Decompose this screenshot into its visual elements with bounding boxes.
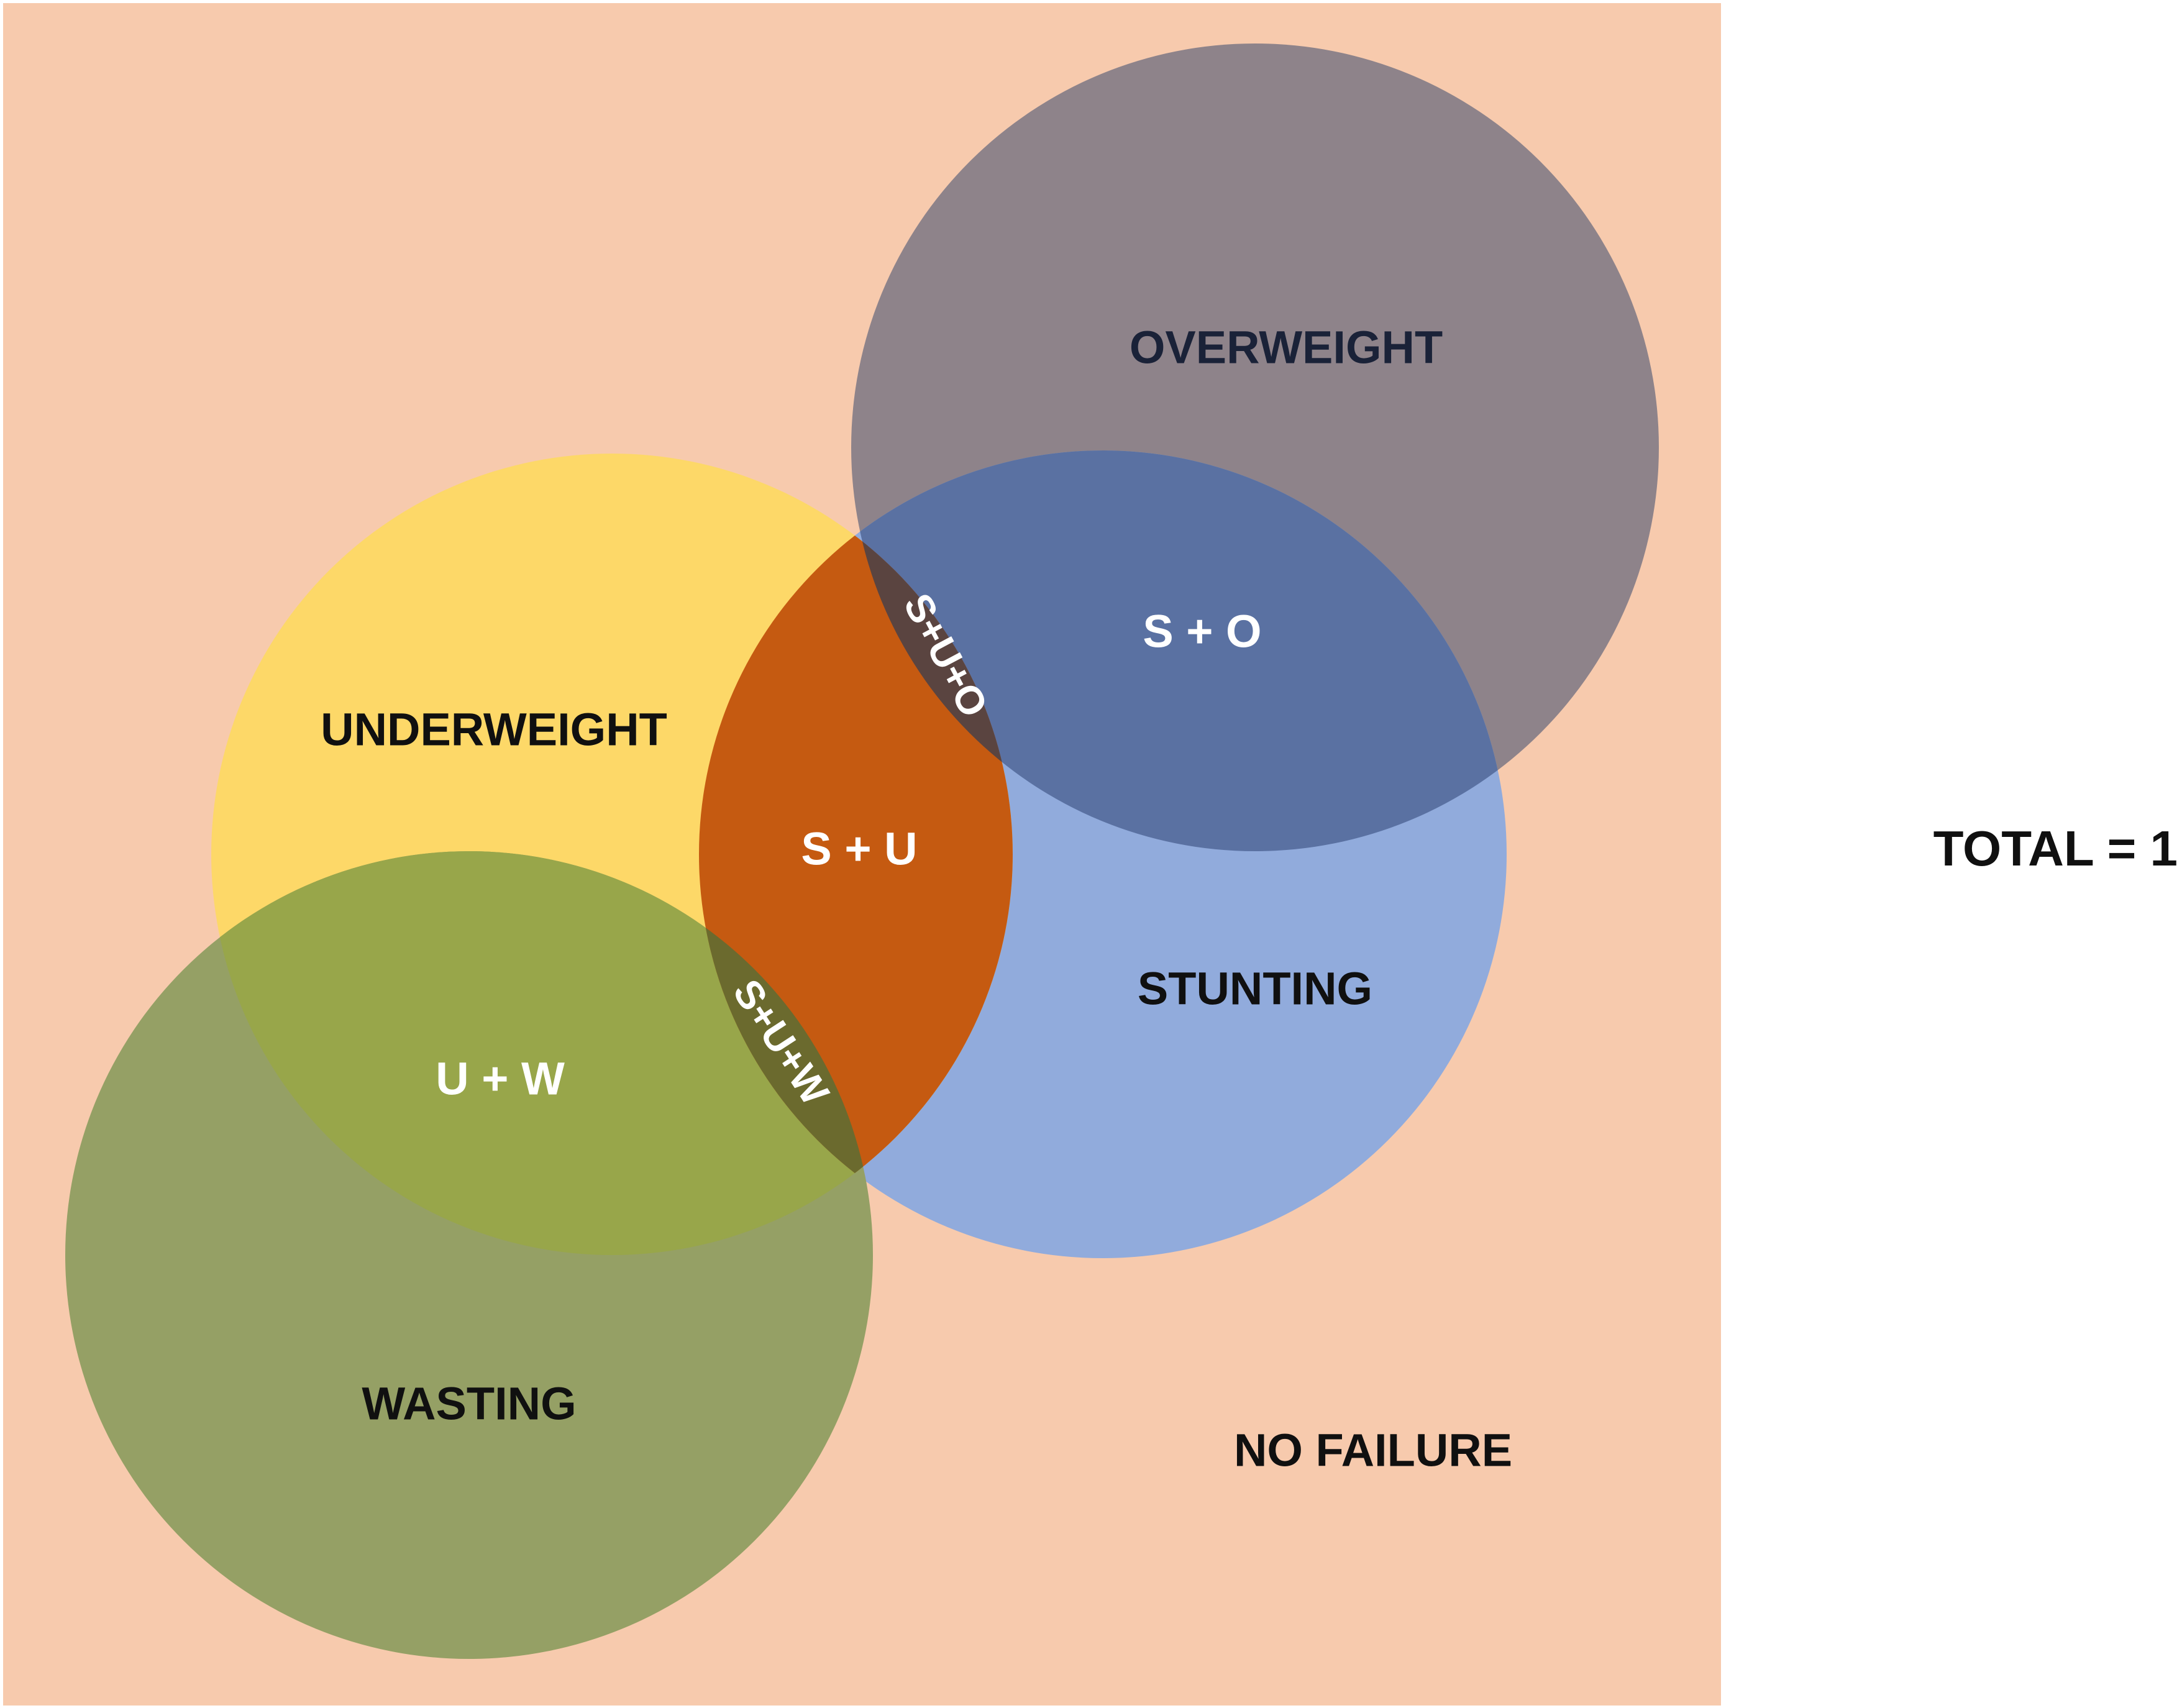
underweight-wasting-label: U + W	[436, 1053, 565, 1105]
stunting-underweight-label: S + U	[801, 823, 917, 875]
underweight-label: UNDERWEIGHT	[321, 704, 667, 756]
stunting-underweight-overlap	[699, 454, 1013, 1255]
overweight-label: OVERWEIGHT	[1130, 322, 1443, 373]
wasting-label: WASTING	[362, 1378, 576, 1430]
total-label: TOTAL = 1	[1933, 821, 2178, 876]
stunting-overweight-label: S + O	[1143, 606, 1261, 657]
no-failure-label: NO FAILURE	[1234, 1425, 1512, 1476]
stunting-label: STUNTING	[1138, 963, 1372, 1015]
underweight-wasting-overlap	[211, 851, 873, 1255]
